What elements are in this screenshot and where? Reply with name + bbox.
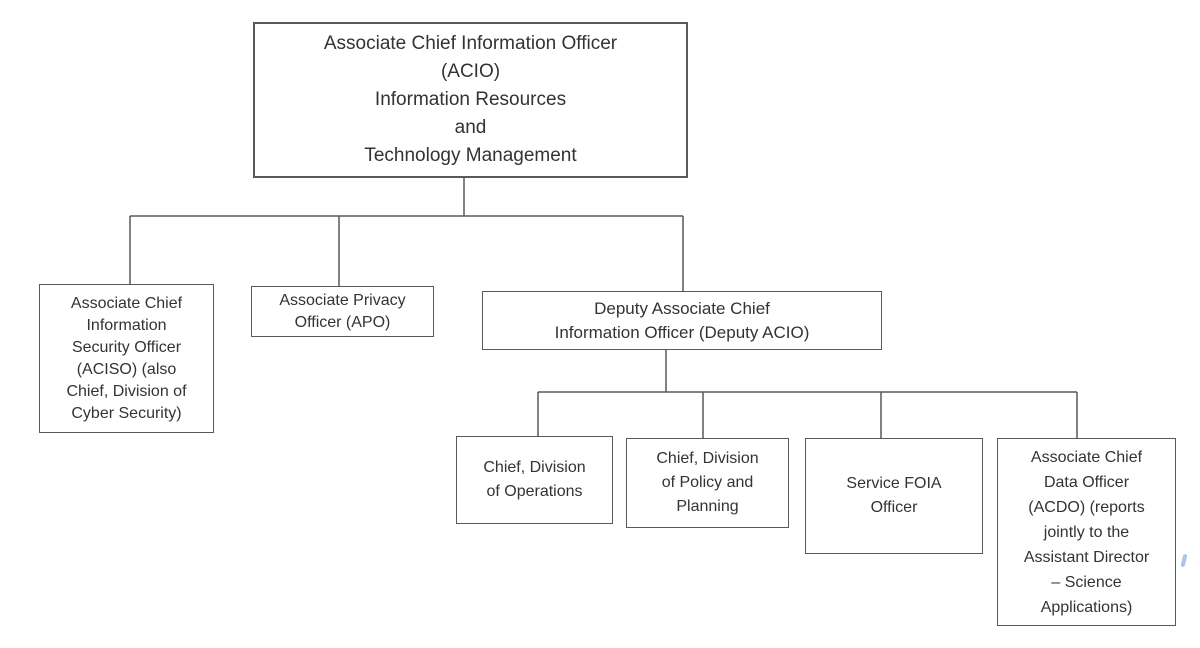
org-node-apo-label: Associate Privacy Officer (APO) (279, 291, 406, 331)
org-node-apo: Associate Privacy Officer (APO) (251, 286, 434, 337)
org-node-deputy-acio: Deputy Associate Chief Information Offic… (482, 291, 882, 350)
org-node-service-foia-officer: Service FOIA Officer (805, 438, 983, 554)
org-node-division-policy-planning: Chief, Division of Policy and Planning (626, 438, 789, 528)
org-node-aciso: Associate Chief Information Security Off… (39, 284, 214, 433)
org-node-acio-label: Associate Chief Information Officer (ACI… (323, 33, 618, 166)
org-node-acdo: Associate Chief Data Officer (ACDO) (rep… (997, 438, 1176, 626)
org-node-deputy-acio-label: Deputy Associate Chief Information Offic… (554, 298, 810, 342)
org-node-acio: Associate Chief Information Officer (ACI… (253, 22, 688, 178)
org-node-aciso-label: Associate Chief Information Security Off… (66, 294, 187, 422)
org-node-division-policy-planning-label: Chief, Division of Policy and Planning (656, 450, 759, 515)
org-node-service-foia-officer-label: Service FOIA Officer (846, 475, 942, 516)
org-node-division-operations: Chief, Division of Operations (456, 436, 613, 524)
org-node-division-operations-label: Chief, Division of Operations (483, 459, 586, 500)
org-node-acdo-label: Associate Chief Data Officer (ACDO) (rep… (1023, 448, 1150, 616)
